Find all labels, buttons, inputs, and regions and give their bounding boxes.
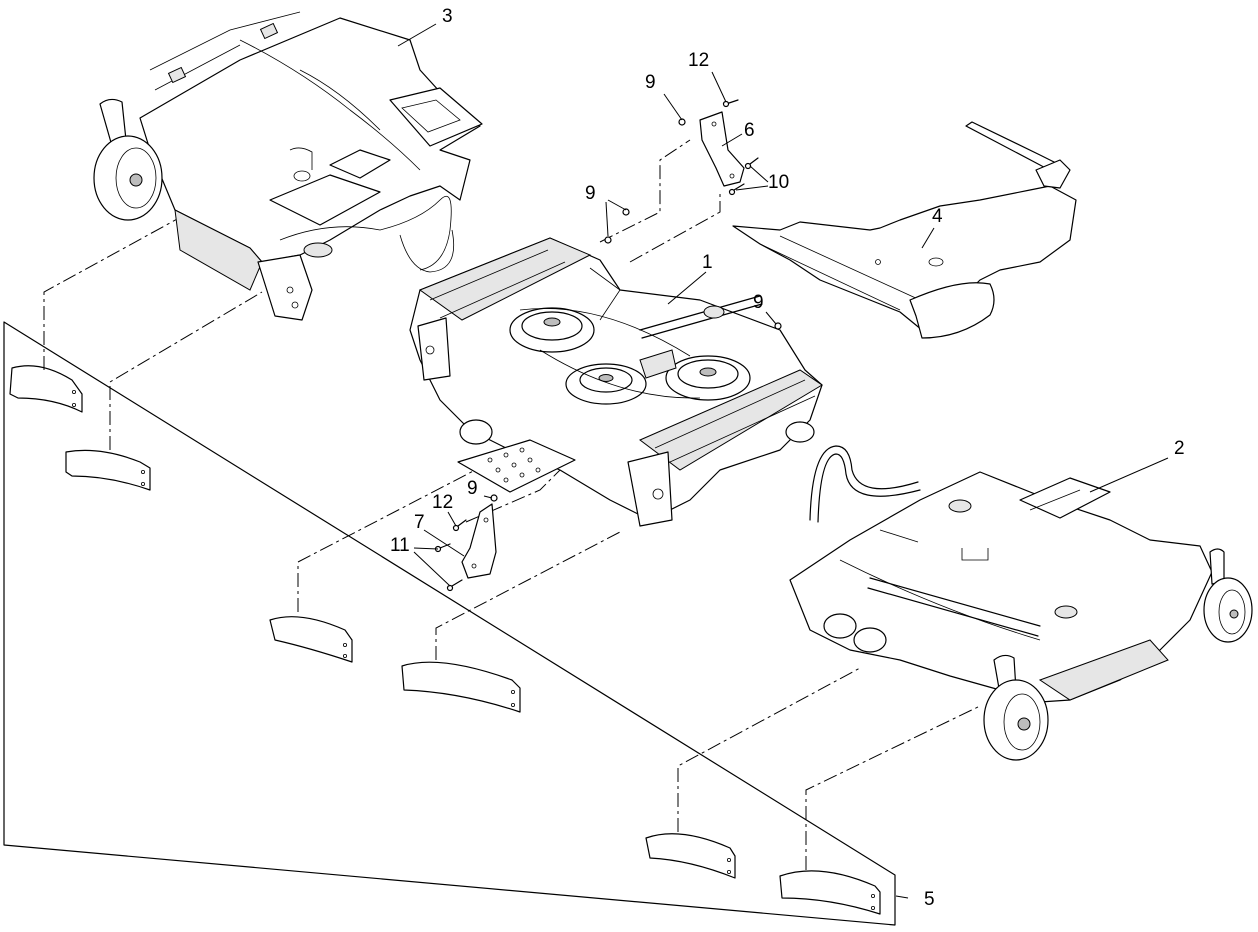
deck-3-caster-wheel [93, 98, 163, 221]
deck-2-belt [809, 445, 921, 523]
callout-5: 5 [924, 889, 935, 910]
callout-12-bottom: 12 [432, 492, 453, 513]
center-deck-pulley-3 [665, 355, 751, 401]
callout-6: 6 [744, 120, 755, 141]
nut-9-top-left [678, 118, 686, 126]
center-deck-pulley-2 [565, 363, 647, 405]
part-7-bracket [461, 503, 497, 579]
part-3-left-deck [93, 11, 483, 321]
deck-2-caster-wheel-front [983, 654, 1049, 761]
part-4-side-shield [732, 121, 1077, 339]
callout-11: 11 [390, 535, 410, 556]
nut-9-center-a [622, 208, 630, 216]
bolt-12-bottom [457, 519, 467, 527]
hardware [434, 99, 782, 592]
assembly-lines [43, 139, 981, 870]
part-1-center-deck [409, 237, 823, 527]
callout-9-center: 9 [585, 183, 596, 204]
bracket-left-lower [65, 449, 151, 491]
nut-9-center-b [604, 236, 612, 244]
bracket-center-upper [269, 616, 353, 663]
bolt-10-lower [733, 183, 745, 191]
part-5-bracket-panel [3, 321, 896, 926]
deck-2-front-roller [823, 613, 887, 653]
bracket-center-lower [401, 661, 521, 713]
callout-9-right: 9 [753, 292, 764, 313]
center-deck-caster-plate [457, 439, 576, 493]
center-deck-pulley-1 [509, 307, 595, 353]
bolt-11-upper [439, 543, 451, 549]
bolt-10-upper [749, 157, 759, 165]
bracket-right-upper [645, 833, 736, 879]
leader-lines [397, 23, 1169, 899]
callouts: 1 2 3 4 5 6 7 9 9 9 9 10 11 12 12 [390, 6, 1185, 910]
callout-4: 4 [932, 206, 943, 227]
bolt-11-lower [451, 579, 463, 587]
callout-9-bottom: 9 [467, 478, 478, 499]
part-6-bracket [699, 111, 745, 187]
callout-10: 10 [768, 172, 789, 193]
nut-9-right [774, 322, 782, 330]
bracket-right-lower [779, 870, 881, 915]
callout-3: 3 [442, 6, 453, 27]
deck-2-caster-wheel-rear [1203, 548, 1253, 643]
callout-7: 7 [414, 512, 425, 533]
callout-12-top: 12 [688, 50, 709, 71]
callout-9-top-left: 9 [645, 72, 656, 93]
part-2-right-deck [789, 445, 1253, 761]
bracket-left-upper [9, 365, 83, 413]
callout-1: 1 [702, 252, 713, 273]
callout-2: 2 [1174, 438, 1185, 459]
